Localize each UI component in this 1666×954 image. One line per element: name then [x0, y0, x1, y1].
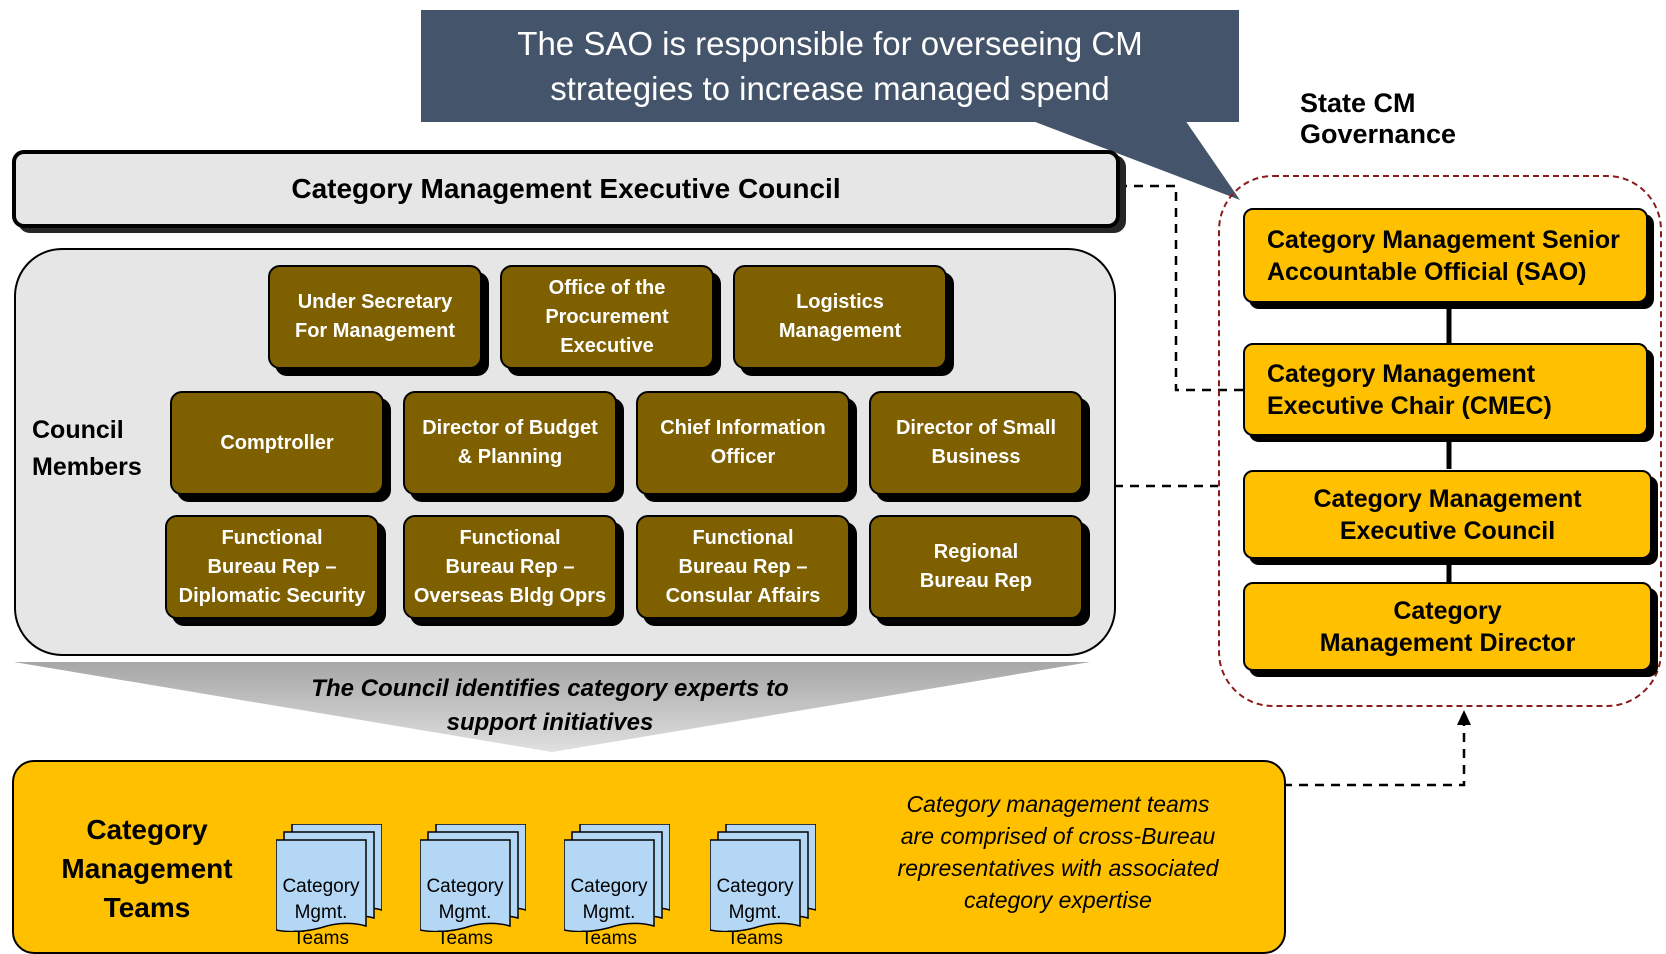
director-line-1: Category	[1393, 596, 1502, 625]
council-line-2: Executive Council	[1339, 516, 1556, 545]
member-box: Office of the Procurement Executive	[500, 265, 714, 369]
cmec-chair-box: Category Management Executive Chair (CME…	[1243, 343, 1648, 436]
callout-pointer	[1030, 120, 1240, 200]
teams-note-line-2: are comprised of cross-Bureau	[900, 823, 1216, 849]
teams-title-line-1: Category	[86, 814, 208, 845]
teams-note: Category management teams are comprised …	[868, 788, 1248, 916]
member-line: Bureau Rep	[919, 570, 1033, 592]
sao-box: Category Management Senior Accountable O…	[1243, 208, 1648, 303]
team-document-stack: Category Mgmt. Teams	[275, 823, 383, 949]
member-box: Chief Information Officer	[636, 391, 850, 495]
member-line: Functional	[459, 526, 561, 549]
document-label: Category Mgmt. Teams	[268, 874, 374, 952]
document-stack-icon	[275, 823, 383, 933]
member-box: Functional Bureau Rep – Consular Affairs	[636, 515, 850, 619]
funnel-text-line-2: support initiatives	[446, 709, 654, 736]
executive-council-box: Category Management Executive Council	[1243, 470, 1652, 559]
council-title: Category Management Executive Council	[291, 173, 841, 204]
member-box: Director of Budget & Planning	[403, 391, 617, 495]
council-members-label: Council Members	[32, 412, 142, 486]
teams-title-line-2: Management	[61, 853, 233, 884]
member-line: For Management	[294, 320, 456, 342]
member-box: Comptroller	[170, 391, 384, 495]
teams-title: Category Management Teams	[42, 810, 252, 927]
cmec-line-1: Category Management	[1267, 359, 1536, 388]
teams-note-line-1: Category management teams	[906, 791, 1210, 817]
doc-label-line-3: Teams	[581, 928, 637, 949]
arrow-up-head	[1457, 710, 1471, 725]
team-document-stack: Category Mgmt. Teams	[563, 823, 671, 949]
member-box: Functional Bureau Rep – Overseas Bldg Op…	[403, 515, 617, 619]
member-line: Director of Budget	[422, 417, 598, 439]
teams-title-line-3: Teams	[103, 892, 191, 923]
member-line: & Planning	[457, 446, 563, 468]
connector-council-to-cmec	[1118, 184, 1245, 392]
member-line: Logistics	[796, 291, 884, 313]
member-line: Consular Affairs	[665, 584, 821, 607]
member-line: Diplomatic Security	[178, 584, 366, 607]
governance-title: State CM Governance	[1300, 88, 1457, 149]
council-title-bar: Category Management Executive Council	[12, 150, 1120, 228]
document-stack-icon	[419, 823, 527, 933]
sao-line-2: Accountable Official (SAO)	[1267, 257, 1587, 286]
doc-label-line-3: Teams	[293, 928, 349, 949]
connector-teams-to-governance	[1283, 723, 1466, 787]
director-line-2: Management Director	[1319, 628, 1576, 657]
member-box: Under Secretary For Management	[268, 265, 482, 369]
members-label-line-1: Council	[32, 416, 124, 444]
document-label: Category Mgmt. Teams	[556, 874, 662, 952]
doc-label-line-1: Category	[570, 876, 648, 897]
callout-line-1: The SAO is responsible for overseeing CM	[517, 25, 1143, 62]
member-line: Management	[778, 320, 902, 342]
teams-note-line-3: representatives with associated	[897, 855, 1219, 881]
members-label-line-2: Members	[32, 453, 142, 481]
teams-note-line-4: category expertise	[964, 887, 1152, 913]
governance-region	[1218, 175, 1662, 707]
doc-label-line-2: Mgmt.	[728, 902, 782, 923]
member-line: Functional	[221, 526, 323, 549]
document-stack-icon	[709, 823, 817, 933]
member-line: Under Secretary	[297, 291, 453, 313]
member-box: Functional Bureau Rep – Diplomatic Secur…	[165, 515, 379, 619]
member-line: Comptroller	[220, 431, 334, 454]
member-line: Functional	[692, 526, 794, 549]
member-box: Regional Bureau Rep	[869, 515, 1083, 619]
document-stack-icon	[563, 823, 671, 933]
sao-callout: The SAO is responsible for overseeing CM…	[421, 10, 1239, 122]
doc-label-line-2: Mgmt.	[582, 902, 636, 923]
doc-label-line-2: Mgmt.	[294, 902, 348, 923]
funnel-text-line-1: The Council identifies category experts …	[311, 675, 789, 702]
doc-label-line-3: Teams	[437, 928, 493, 949]
doc-label-line-1: Category	[426, 876, 504, 897]
member-line: Executive	[560, 334, 654, 357]
doc-label-line-2: Mgmt.	[438, 902, 492, 923]
funnel-shape	[14, 662, 1090, 752]
member-line: Officer	[710, 446, 776, 468]
doc-label-line-3: Teams	[727, 928, 783, 949]
member-line: Bureau Rep –	[678, 555, 808, 578]
member-line: Procurement	[545, 305, 669, 328]
member-line: Bureau Rep –	[445, 555, 575, 578]
document-label: Category Mgmt. Teams	[702, 874, 808, 952]
team-document-stack: Category Mgmt. Teams	[709, 823, 817, 949]
director-box: Category Management Director	[1243, 582, 1652, 671]
cmec-line-2: Executive Chair (CMEC)	[1267, 391, 1552, 420]
doc-label-line-1: Category	[716, 876, 794, 897]
member-box: Director of Small Business	[869, 391, 1083, 495]
doc-label-line-1: Category	[282, 876, 360, 897]
member-line: Regional	[933, 541, 1019, 563]
member-line: Chief Information	[660, 417, 826, 439]
member-line: Bureau Rep –	[207, 555, 337, 578]
council-line-1: Category Management	[1313, 484, 1582, 513]
member-line: Office of the	[548, 276, 666, 299]
document-label: Category Mgmt. Teams	[412, 874, 518, 952]
funnel-text: The Council identifies category experts …	[240, 672, 860, 740]
sao-line-1: Category Management Senior	[1267, 225, 1620, 254]
callout-line-2: strategies to increase managed spend	[550, 70, 1110, 107]
member-line: Business	[931, 446, 1021, 468]
member-box: Logistics Management	[733, 265, 947, 369]
team-document-stack: Category Mgmt. Teams	[419, 823, 527, 949]
member-line: Director of Small	[895, 417, 1057, 439]
member-line: Overseas Bldg Oprs	[413, 584, 607, 607]
